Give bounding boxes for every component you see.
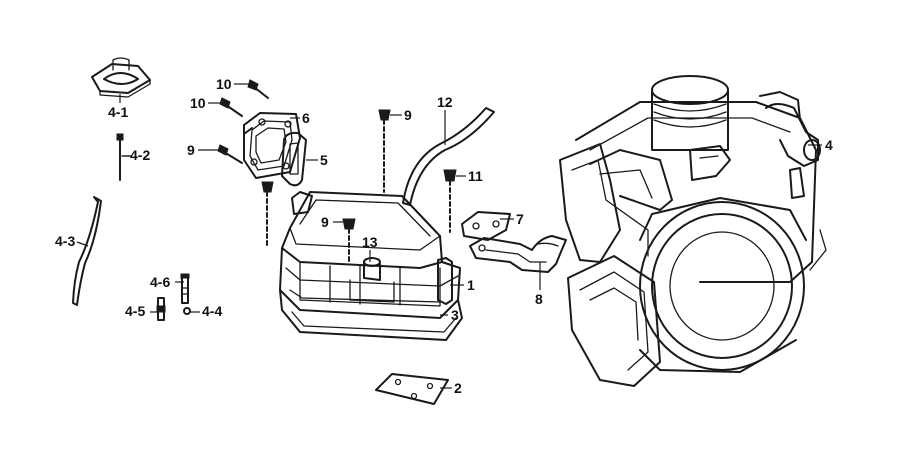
- callout-13: 13: [362, 234, 378, 250]
- callout-3: 3: [451, 307, 459, 323]
- bolt-9b: [378, 109, 391, 193]
- bolt-10a: [247, 79, 269, 99]
- callout-labels: 4-1 4-2 4-3 4-6 4-5 4-4 10 10 9 6 5 9 12…: [55, 76, 833, 396]
- part-4-2-pin: [116, 133, 131, 181]
- part-4-1-cap: [91, 57, 151, 98]
- callout-5: 5: [320, 152, 328, 168]
- part-4-4-washer: [183, 307, 191, 315]
- part-4-engine-assembly: [559, 75, 827, 387]
- part-7-plate: [461, 211, 511, 241]
- leader-lines: [76, 83, 822, 389]
- bolt-left-cover: [261, 181, 274, 249]
- part-4-3-hose: [72, 196, 102, 306]
- bolt-9c: [342, 218, 356, 263]
- part-12-hose: [402, 107, 495, 206]
- callout-4-1: 4-1: [108, 104, 128, 120]
- callout-9b: 9: [404, 107, 412, 123]
- bolt-10b: [219, 97, 243, 117]
- callout-11: 11: [468, 168, 483, 184]
- callout-10b: 10: [190, 95, 206, 111]
- bolt-9a: [217, 144, 243, 164]
- callout-2: 2: [454, 380, 462, 396]
- callout-4-2: 4-2: [130, 147, 150, 163]
- part-6-cover-plate: [243, 112, 301, 179]
- part-4-6-fitting: [180, 273, 190, 304]
- callout-8: 8: [535, 291, 543, 307]
- bolt-11: [443, 169, 457, 233]
- part-4-5-fitting: [156, 297, 166, 321]
- callout-4-4: 4-4: [202, 303, 222, 319]
- callout-1: 1: [467, 277, 475, 293]
- callout-9a: 9: [187, 142, 195, 158]
- callout-9c: 9: [321, 214, 329, 230]
- part-8-pipe: [469, 235, 567, 273]
- part-5-gasket: [281, 131, 307, 187]
- callout-4: 4: [825, 137, 833, 153]
- callout-4-5: 4-5: [125, 303, 145, 319]
- callout-6: 6: [302, 110, 310, 126]
- callout-10a: 10: [216, 76, 232, 92]
- callout-4-3: 4-3: [55, 233, 75, 249]
- part-2-plate: [375, 373, 449, 405]
- part-3-cylinder-head-cover: [279, 191, 463, 341]
- callout-4-6: 4-6: [150, 274, 170, 290]
- callout-12: 12: [437, 94, 453, 110]
- callout-7: 7: [516, 211, 524, 227]
